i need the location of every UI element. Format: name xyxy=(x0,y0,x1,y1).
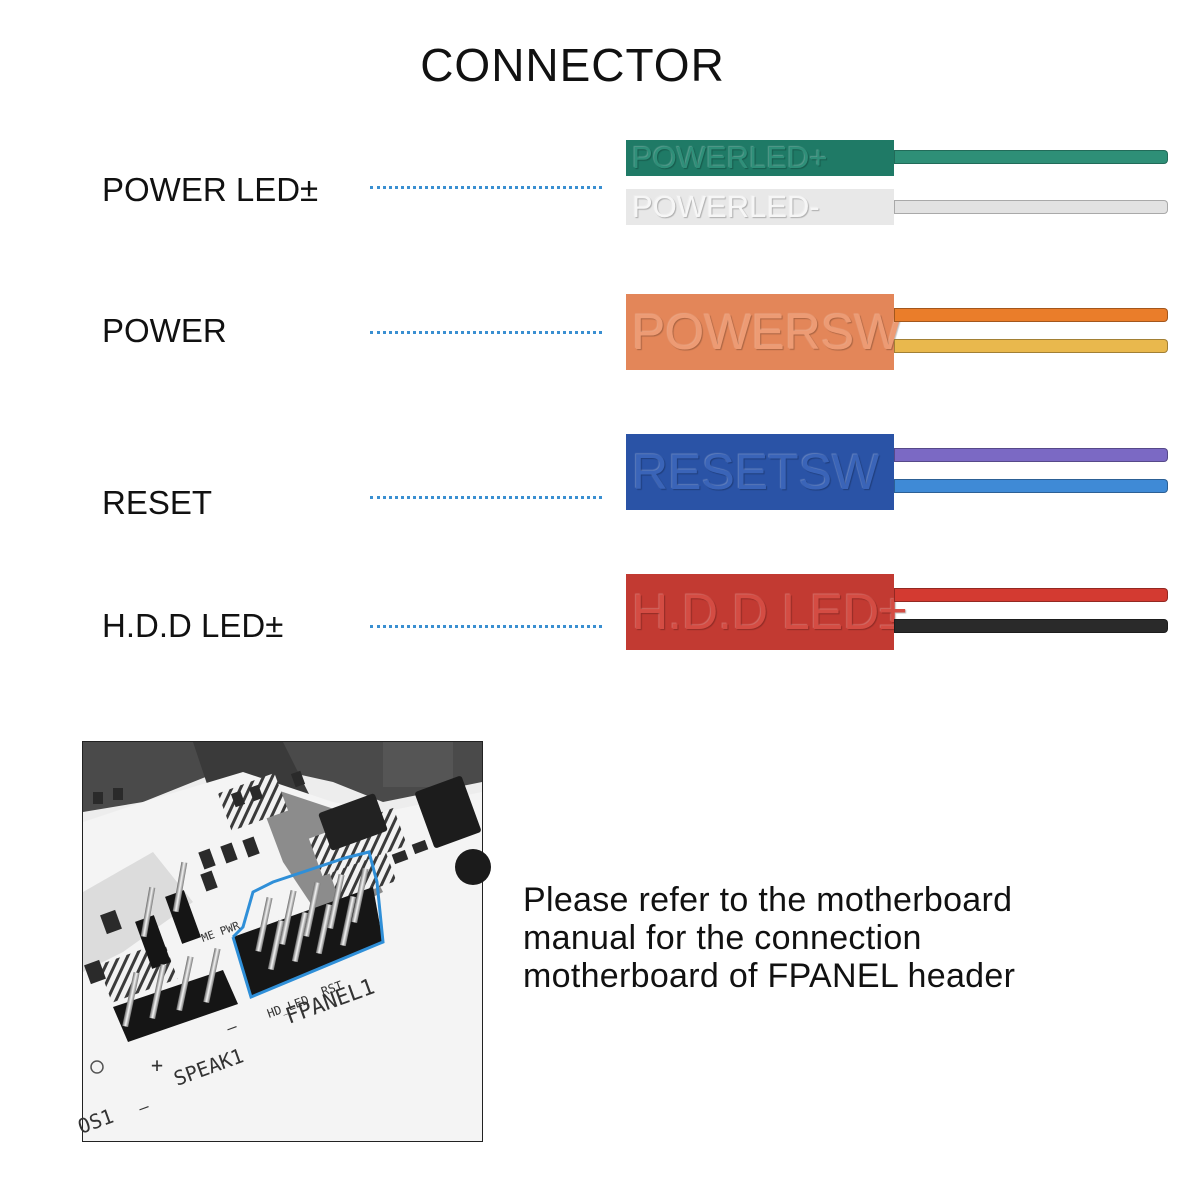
speaker-header xyxy=(113,947,238,1042)
label-reset: RESET xyxy=(102,484,213,521)
plug-power-led-plus-text: POWERLED+ xyxy=(632,140,828,175)
plug-reset-switch-text: RESETSW xyxy=(632,444,880,500)
leader-reset xyxy=(370,496,602,499)
motherboard-photo: FPANEL1 HD_LED RST SPEAK1 ME PWR OS1 + —… xyxy=(75,741,491,1142)
wire-hdd-led-1 xyxy=(894,588,1168,602)
plug-power-switch-text: POWERSW xyxy=(632,304,902,360)
wire-reset-switch-1 xyxy=(894,448,1168,462)
fpanel-highlight-outline xyxy=(231,850,385,1000)
note-line-2: manual for the connection xyxy=(523,919,922,957)
plug-power-switch: POWERSW xyxy=(626,294,901,370)
plug-power-led-minus: POWERLED- xyxy=(626,189,894,225)
wire-power-switch-2 xyxy=(894,339,1168,353)
plus-sign: + xyxy=(151,1053,163,1077)
plug-hdd-led: H.D.D LED± xyxy=(626,574,907,650)
instruction-note: Please refer to the motherboard manual f… xyxy=(523,881,1123,995)
page-title: CONNECTOR xyxy=(420,39,725,91)
leader-hdd-led xyxy=(370,625,602,628)
label-hdd-led: H.D.D LED± xyxy=(102,607,284,644)
wire-power-switch-1 xyxy=(894,308,1168,322)
plug-power-led-plus: POWERLED+ xyxy=(626,140,894,176)
leader-power-led xyxy=(370,186,602,189)
wire-reset-switch-2 xyxy=(894,479,1168,493)
plug-reset-switch: RESETSW xyxy=(626,434,894,510)
small-header xyxy=(135,861,201,969)
label-power: POWER xyxy=(102,312,227,349)
leader-power xyxy=(370,331,602,334)
pin-label-rst: RST xyxy=(319,978,344,999)
motherboard-illustration: FPANEL1 HD_LED RST SPEAK1 ME PWR OS1 + —… xyxy=(75,742,491,1141)
fpanel-header xyxy=(231,850,385,1000)
plug-power-led-minus-text: POWERLED- xyxy=(632,189,820,224)
plug-hdd-led-text: H.D.D LED± xyxy=(632,584,907,640)
wire-hdd-led-2 xyxy=(894,619,1168,633)
wire-power-led-minus xyxy=(894,200,1168,214)
note-line-1: Please refer to the motherboard xyxy=(523,881,1013,919)
note-line-3: motherboard of FPANEL header xyxy=(523,957,1016,995)
label-power-led: POWER LED± xyxy=(102,171,319,208)
wire-power-led-plus xyxy=(894,150,1168,164)
